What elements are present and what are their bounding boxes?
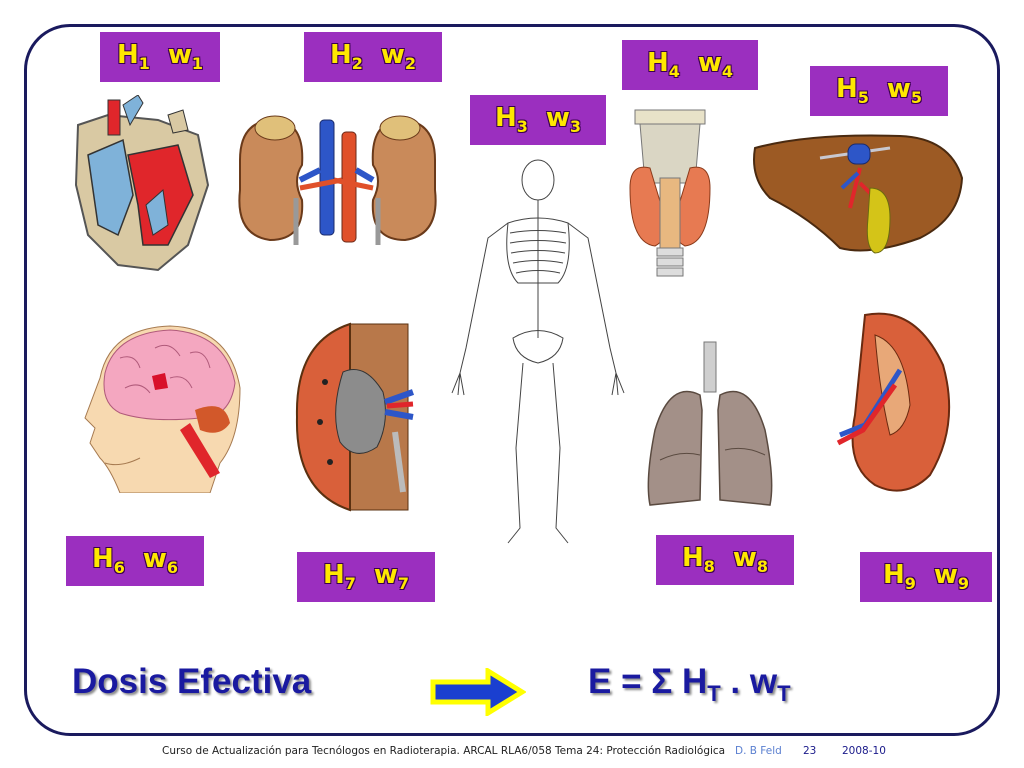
label-organ-2: H2 w2 — [304, 32, 442, 82]
brain-head-illustration — [84, 325, 241, 493]
label-organ-1: H1 w1 — [100, 32, 220, 82]
label-organ-4: H4 w4 — [622, 40, 758, 90]
slide-title: Dosis Efectiva — [72, 662, 312, 701]
effective-dose-formula: E = Σ HT . wT — [588, 662, 791, 706]
skeleton-illustration — [451, 159, 625, 544]
label-organ-8: H8 w8 — [656, 535, 794, 585]
lungs-illustration — [647, 341, 773, 506]
label-organ-5: H5 w5 — [810, 66, 948, 116]
footer-course: Curso de Actualización para Tecnólogos e… — [162, 745, 726, 757]
label-organ-6: H6 w6 — [66, 536, 204, 586]
footer-date: 2008-10 — [842, 745, 886, 757]
arrow-right-icon — [430, 668, 526, 716]
kidney-section-illustration — [295, 322, 415, 512]
thyroid-illustration — [629, 109, 711, 277]
label-organ-3: H3 w3 — [470, 95, 606, 145]
heart-illustration — [74, 95, 210, 272]
footer-page-number: 23 — [803, 745, 817, 757]
label-organ-9: H9 w9 — [860, 552, 992, 602]
spleen-illustration — [836, 312, 951, 492]
slide-frame — [24, 24, 1000, 736]
footer-author: D. B Feld — [735, 745, 782, 757]
liver-illustration — [753, 134, 964, 254]
kidneys-illustration — [238, 115, 437, 245]
label-organ-7: H7 w7 — [297, 552, 435, 602]
